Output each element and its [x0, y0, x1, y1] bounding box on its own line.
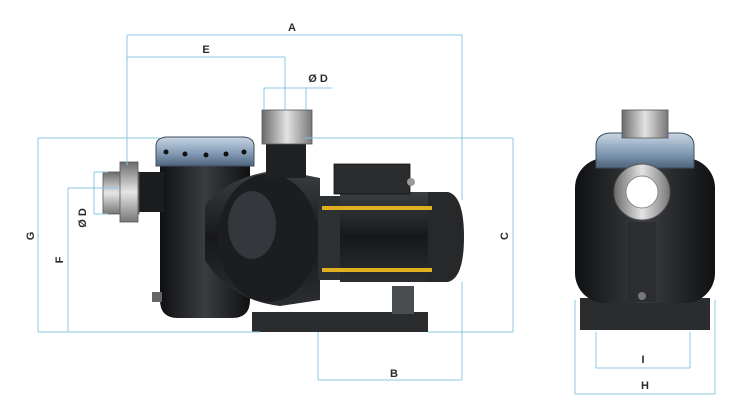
dimension-labels: A E Ø D G F Ø D C B I H: [25, 22, 649, 392]
front-bolt-icon: [638, 292, 646, 300]
dim-label-d-top: Ø D: [308, 73, 328, 85]
inlet-nut: [119, 161, 139, 223]
dim-label-c: C: [499, 232, 511, 240]
outlet-neck: [266, 140, 306, 178]
motor-fan-cover: [428, 192, 464, 282]
dim-label-b: B: [390, 368, 398, 380]
dim-label-a: A: [288, 22, 296, 34]
outlet-union: [261, 109, 313, 145]
dim-label-h: H: [641, 380, 649, 392]
dimension-lines: [37, 34, 716, 395]
lid-bolts: [163, 149, 247, 158]
pump-front-view: [575, 109, 715, 330]
terminal-screw-icon: [407, 178, 415, 186]
volute-highlight: [228, 191, 276, 259]
inlet-flange: [138, 172, 164, 212]
pump-side-view: [102, 109, 464, 332]
front-outlet-union: [621, 109, 669, 139]
motor-band-bottom: [322, 268, 432, 272]
terminal-box: [333, 163, 411, 195]
dim-label-i: I: [641, 354, 644, 366]
dim-label-e: E: [202, 44, 209, 56]
dim-label-f: F: [54, 256, 66, 263]
dim-label-d-side: Ø D: [77, 208, 89, 228]
pump-base: [252, 312, 428, 332]
front-base: [580, 298, 710, 330]
strainer-lid: [155, 136, 255, 167]
motor-band-top: [322, 206, 432, 210]
front-lid: [595, 132, 695, 169]
drain-plug: [152, 292, 162, 302]
front-inlet-hole: [625, 175, 659, 209]
front-center-rib: [628, 222, 656, 302]
dim-label-g: G: [25, 232, 37, 241]
motor-foot: [392, 286, 414, 314]
